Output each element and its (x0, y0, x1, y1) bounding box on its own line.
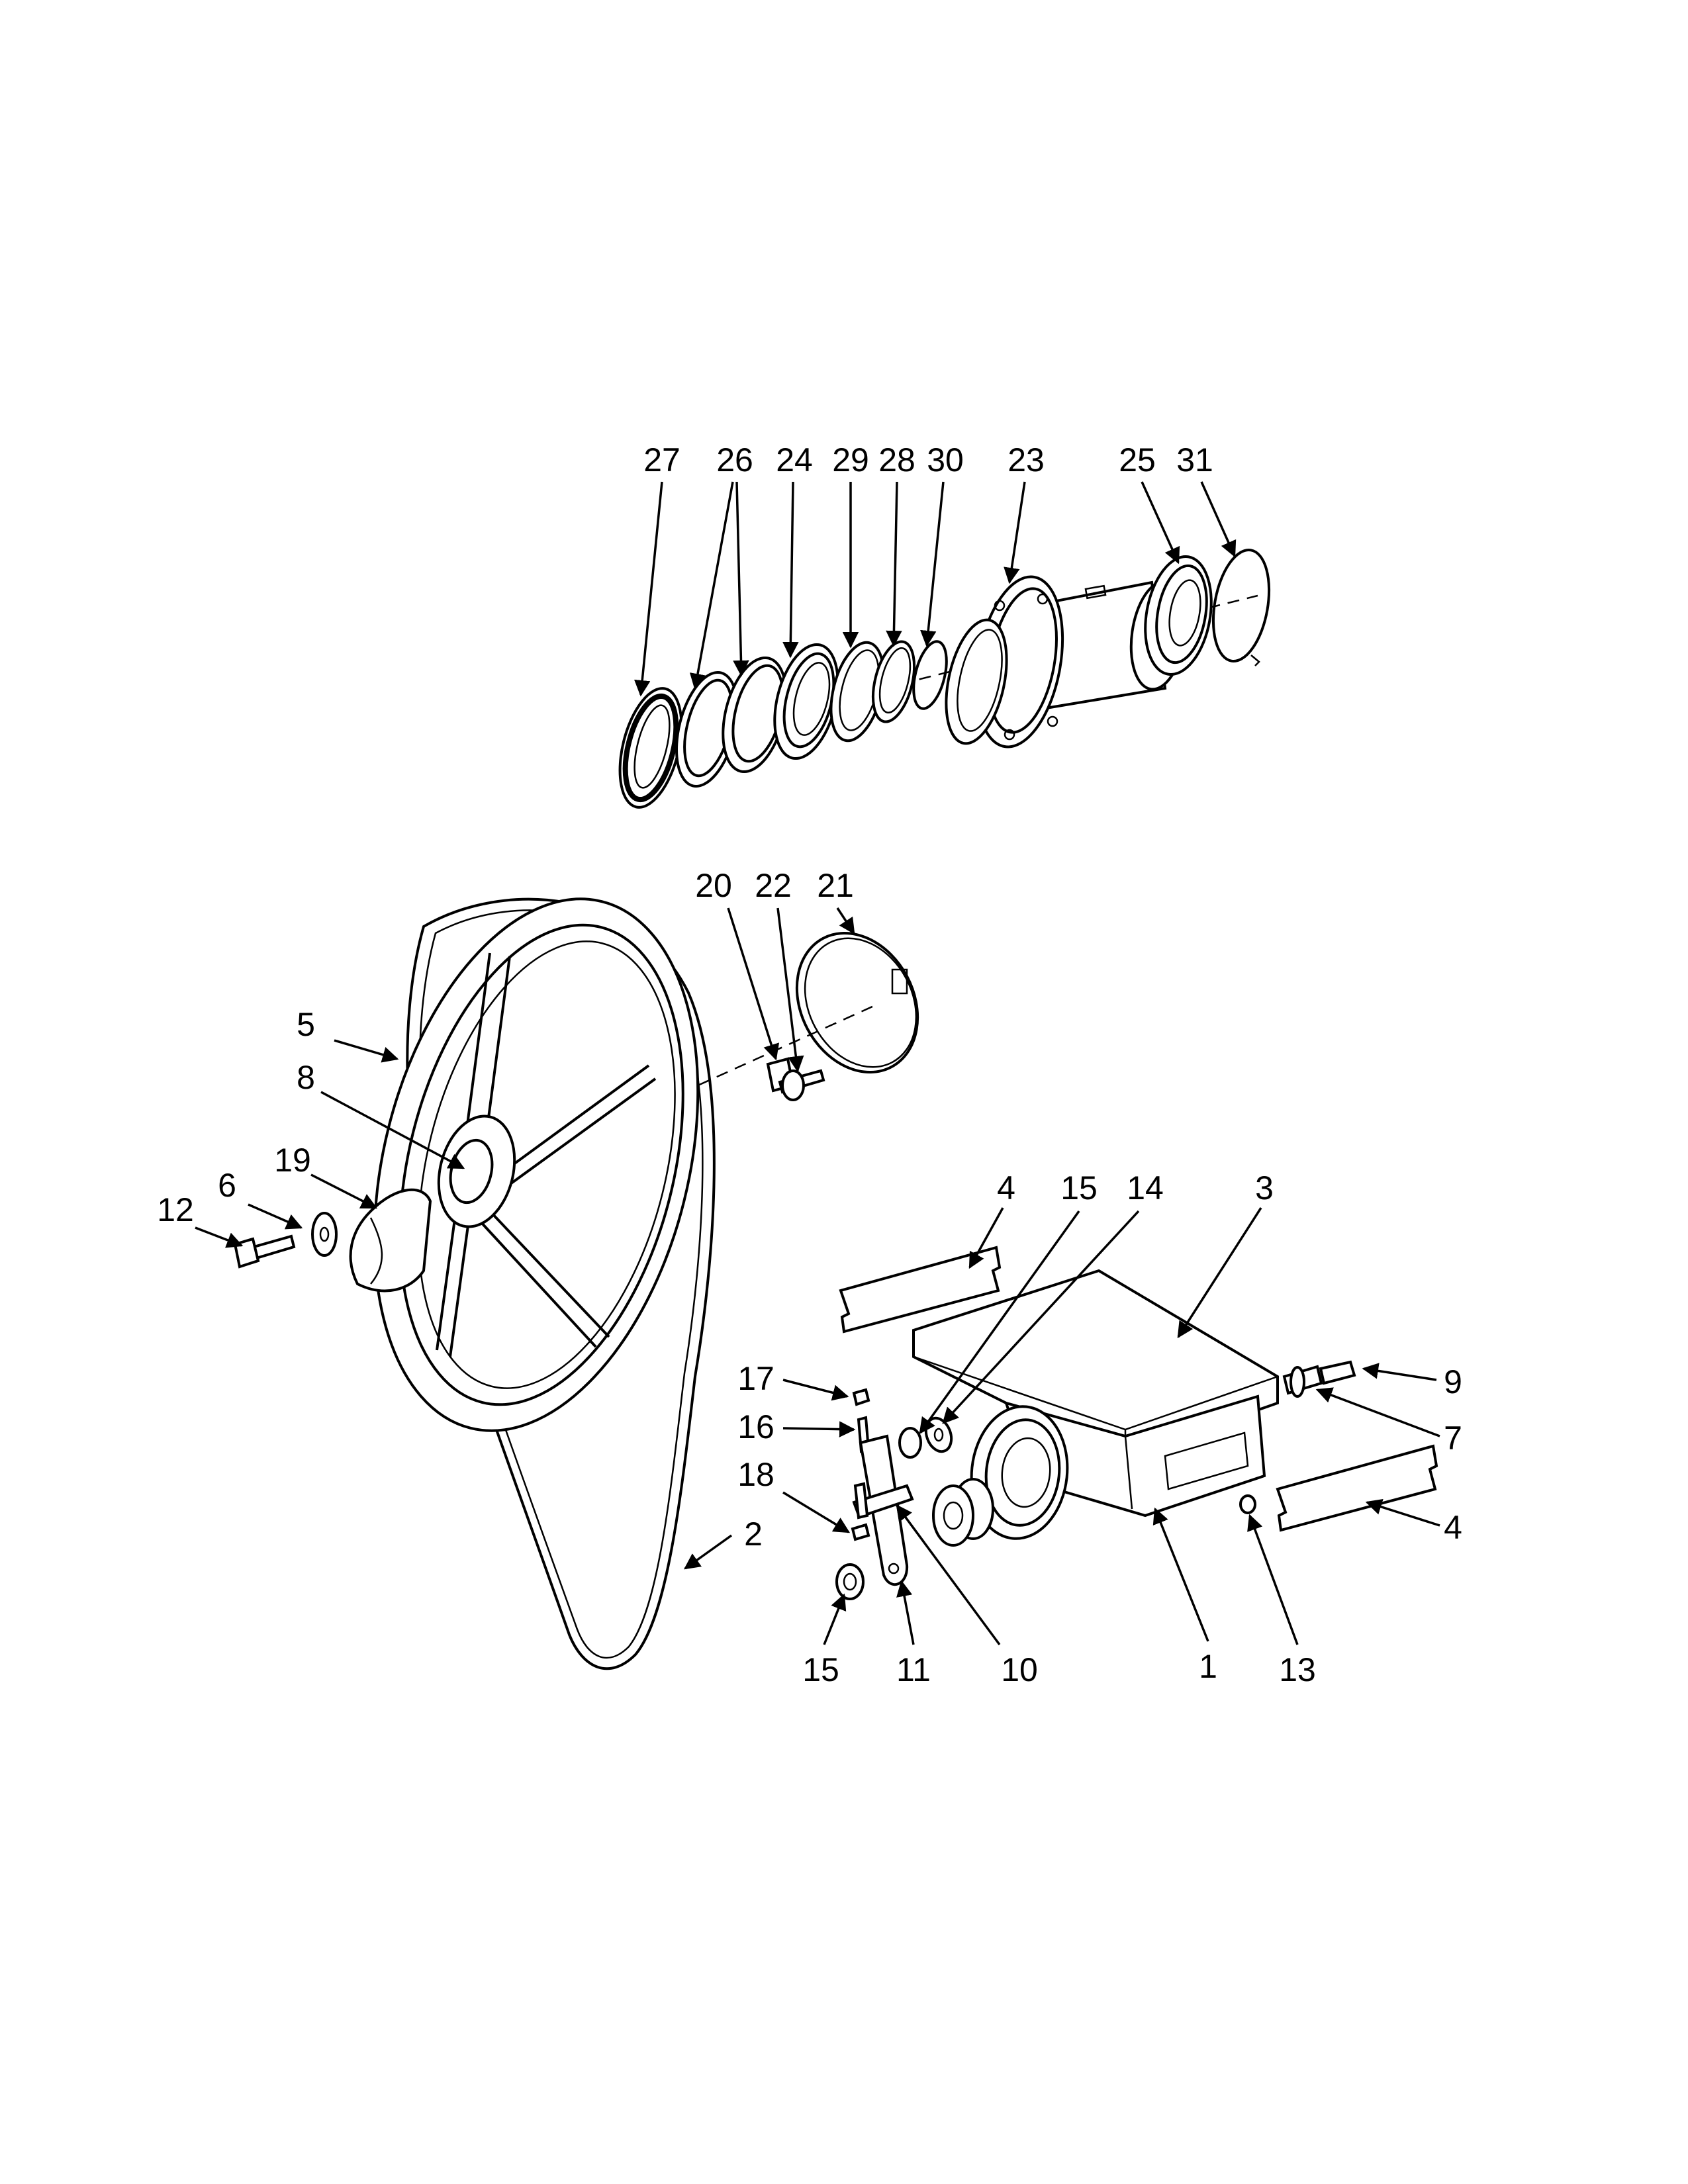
callout-17: 17 (737, 1360, 774, 1397)
callout-11: 11 (896, 1651, 931, 1688)
part-5-pulley (373, 897, 700, 1432)
callout-24: 24 (776, 441, 813, 478)
callout-6: 6 (218, 1167, 236, 1204)
part-4-shim-lower (1276, 1444, 1438, 1532)
part-14-washer (924, 1416, 953, 1453)
callout-15-lower: 15 (802, 1651, 839, 1688)
part-19-bracket (349, 1188, 432, 1293)
callout-9: 9 (1444, 1363, 1462, 1400)
callout-labels: 27 26 24 29 28 30 23 25 31 20 22 21 5 8 … (157, 441, 1462, 1688)
drive-pulley-assembly (233, 897, 919, 1670)
callout-27: 27 (643, 441, 680, 478)
callout-4-upper: 4 (997, 1169, 1015, 1206)
callout-19: 19 (274, 1142, 311, 1179)
callout-10: 10 (1001, 1651, 1038, 1688)
part-25-bearing (1144, 555, 1213, 676)
part-12-bolt (233, 1234, 296, 1269)
callout-16: 16 (737, 1408, 774, 1445)
callout-14: 14 (1127, 1169, 1164, 1206)
part-15-nut-upper (898, 1427, 922, 1459)
part-1-motor (932, 1394, 1266, 1547)
callout-1: 1 (1199, 1648, 1217, 1685)
part-21-clamp-ring (795, 931, 919, 1074)
part-23-hub-housing (945, 575, 1188, 749)
part-27-seal (618, 687, 683, 809)
callout-4-lower: 4 (1444, 1509, 1462, 1546)
callout-8: 8 (297, 1059, 315, 1096)
callout-7: 7 (1444, 1420, 1462, 1457)
part-31-snap-ring (1211, 549, 1271, 666)
callout-26: 26 (716, 441, 753, 478)
leader-lines (195, 481, 1440, 1646)
part-17-nut (852, 1388, 870, 1406)
part-15-nut-lower (835, 1563, 865, 1600)
callout-20: 20 (695, 867, 732, 904)
part-7-bushing (1282, 1365, 1323, 1398)
callout-3: 3 (1255, 1169, 1274, 1206)
callout-29: 29 (832, 441, 869, 478)
callout-15-upper: 15 (1060, 1169, 1098, 1206)
part-4-shim-upper (839, 1246, 1002, 1334)
callout-22: 22 (755, 867, 792, 904)
part-28-ring (871, 640, 916, 723)
part-6-washer (311, 1212, 338, 1257)
callout-21: 21 (817, 867, 854, 904)
bearing-hub-assembly (618, 549, 1271, 809)
callout-18: 18 (737, 1456, 774, 1493)
callout-2: 2 (744, 1516, 763, 1553)
callout-31: 31 (1176, 441, 1213, 478)
callout-5: 5 (297, 1006, 315, 1043)
part-9-bolt (1319, 1360, 1356, 1385)
part-30-snap-ring (912, 640, 948, 710)
callout-30: 30 (927, 441, 964, 478)
callout-25: 25 (1119, 441, 1156, 478)
callout-23: 23 (1008, 441, 1045, 478)
callout-12: 12 (157, 1191, 194, 1228)
part-22-pin (778, 1069, 825, 1101)
part-18-screw (851, 1523, 870, 1541)
part-13-nut (1239, 1494, 1256, 1514)
callout-28: 28 (878, 441, 915, 478)
part-10-pivot-arm (852, 1482, 914, 1520)
callout-13: 13 (1279, 1651, 1316, 1688)
